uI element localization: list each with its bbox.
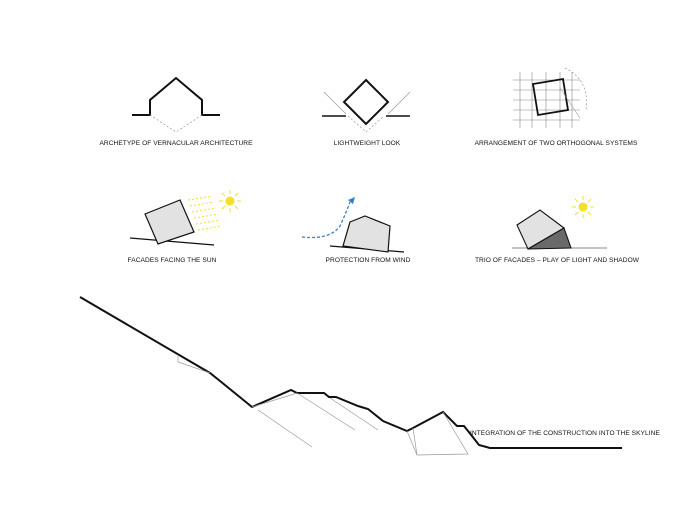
wind-building bbox=[342, 215, 391, 253]
lightweight-square bbox=[342, 78, 390, 126]
light-shadow-caption: TRIO OF FACADES – PLAY OF LIGHT AND SHAD… bbox=[474, 257, 640, 264]
sun-rays bbox=[187, 195, 223, 231]
orthogonal-diagram bbox=[513, 67, 587, 128]
skyline-diagram bbox=[79, 296, 622, 456]
orthogonal-axis bbox=[559, 87, 581, 119]
lightweight-slope-right bbox=[387, 91, 411, 115]
orthogonal-caption: ARRANGEMENT OF TWO ORTHOGONAL SYSTEMS bbox=[474, 140, 638, 147]
wind-diagram bbox=[301, 197, 405, 253]
lightweight-slope-left bbox=[323, 91, 347, 115]
orthogonal-square-rotated bbox=[531, 77, 570, 117]
wind-arrow bbox=[301, 201, 351, 239]
sun-caption: FACADES FACING THE SUN bbox=[127, 257, 217, 264]
sun-icon bbox=[219, 190, 241, 212]
wind-arrow-head-icon bbox=[348, 197, 355, 204]
shadow-facade bbox=[527, 227, 572, 250]
skyline-caption: INTEGRATION OF THE CONSTRUCTION INTO THE… bbox=[470, 430, 660, 437]
light-shadow-diagram bbox=[512, 196, 607, 250]
lightweight-hidden-lines bbox=[347, 115, 385, 133]
sun-icon bbox=[572, 196, 594, 218]
archetype-diagram bbox=[132, 76, 220, 133]
skyline-construction-lines bbox=[177, 355, 469, 456]
lightweight-caption: LIGHTWEIGHT LOOK bbox=[333, 140, 401, 147]
archetype-caption: ARCHETYPE OF VERNACULAR ARCHITECTURE bbox=[99, 140, 253, 147]
archetype-hidden-lines bbox=[149, 114, 203, 133]
skyline-profile-line bbox=[79, 296, 622, 449]
sun-ground bbox=[129, 237, 215, 246]
sun-building bbox=[144, 199, 195, 245]
orthogonal-grid bbox=[513, 72, 580, 128]
archetype-outline bbox=[132, 76, 220, 116]
lightweight-diagram bbox=[322, 78, 411, 133]
wind-caption: PROTECTION FROM WIND bbox=[325, 257, 411, 264]
sun-diagram bbox=[129, 190, 241, 246]
orthogonal-rotation-arc bbox=[564, 67, 587, 111]
